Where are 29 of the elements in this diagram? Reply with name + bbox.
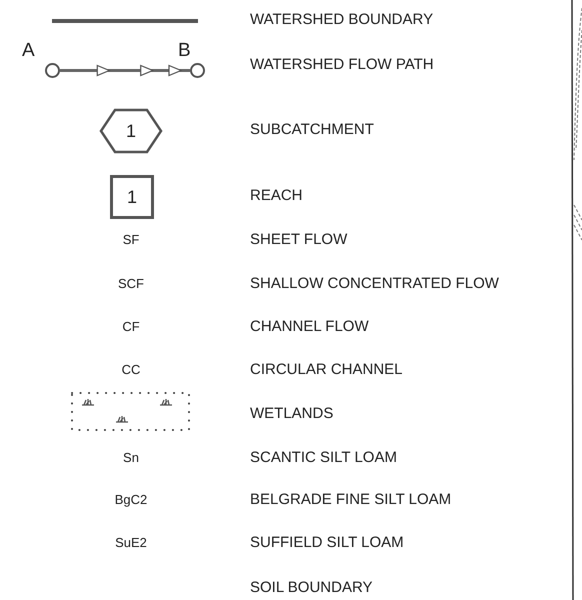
node-number: 1 xyxy=(126,120,136,142)
legend-text: REACH xyxy=(250,187,303,205)
flow-path-arrow xyxy=(60,64,190,76)
legend-text: WATERSHED FLOW PATH xyxy=(250,56,434,74)
point-letter: A xyxy=(22,41,35,61)
legend-text: SHALLOW CONCENTRATED FLOW xyxy=(250,275,499,293)
node-number: 1 xyxy=(126,186,137,208)
legend-text: SUFFIELD SILT LOAM xyxy=(250,534,404,552)
legend-text: BELGRADE FINE SILT LOAM xyxy=(250,491,452,509)
symbol-code: CF xyxy=(122,319,140,335)
symbol-code: SF xyxy=(122,232,140,248)
legend-text: SCANTIC SILT LOAM xyxy=(250,449,397,467)
reach-square xyxy=(110,175,154,219)
subcatchment-hexagon xyxy=(99,108,163,154)
path-end-circle xyxy=(190,63,205,78)
legend-text: WATERSHED BOUNDARY xyxy=(250,11,434,29)
point-letter: B xyxy=(178,41,191,61)
symbol-code: BgC2 xyxy=(114,492,148,508)
symbol-code: SuE2 xyxy=(115,535,147,551)
legend-text: SHEET FLOW xyxy=(250,231,348,249)
symbol-code: CC xyxy=(122,362,140,378)
legend-text: WETLANDS xyxy=(250,405,334,423)
legend-text: CHANNEL FLOW xyxy=(250,318,369,336)
path-end-circle xyxy=(45,63,60,78)
symbol-code: SCF xyxy=(118,276,144,292)
symbol-code: Sn xyxy=(123,450,139,466)
legend-text: SUBCATCHMENT xyxy=(250,121,374,139)
legend-text: SOIL BOUNDARY xyxy=(250,579,373,597)
legend-text: CIRCULAR CHANNEL xyxy=(250,361,403,379)
